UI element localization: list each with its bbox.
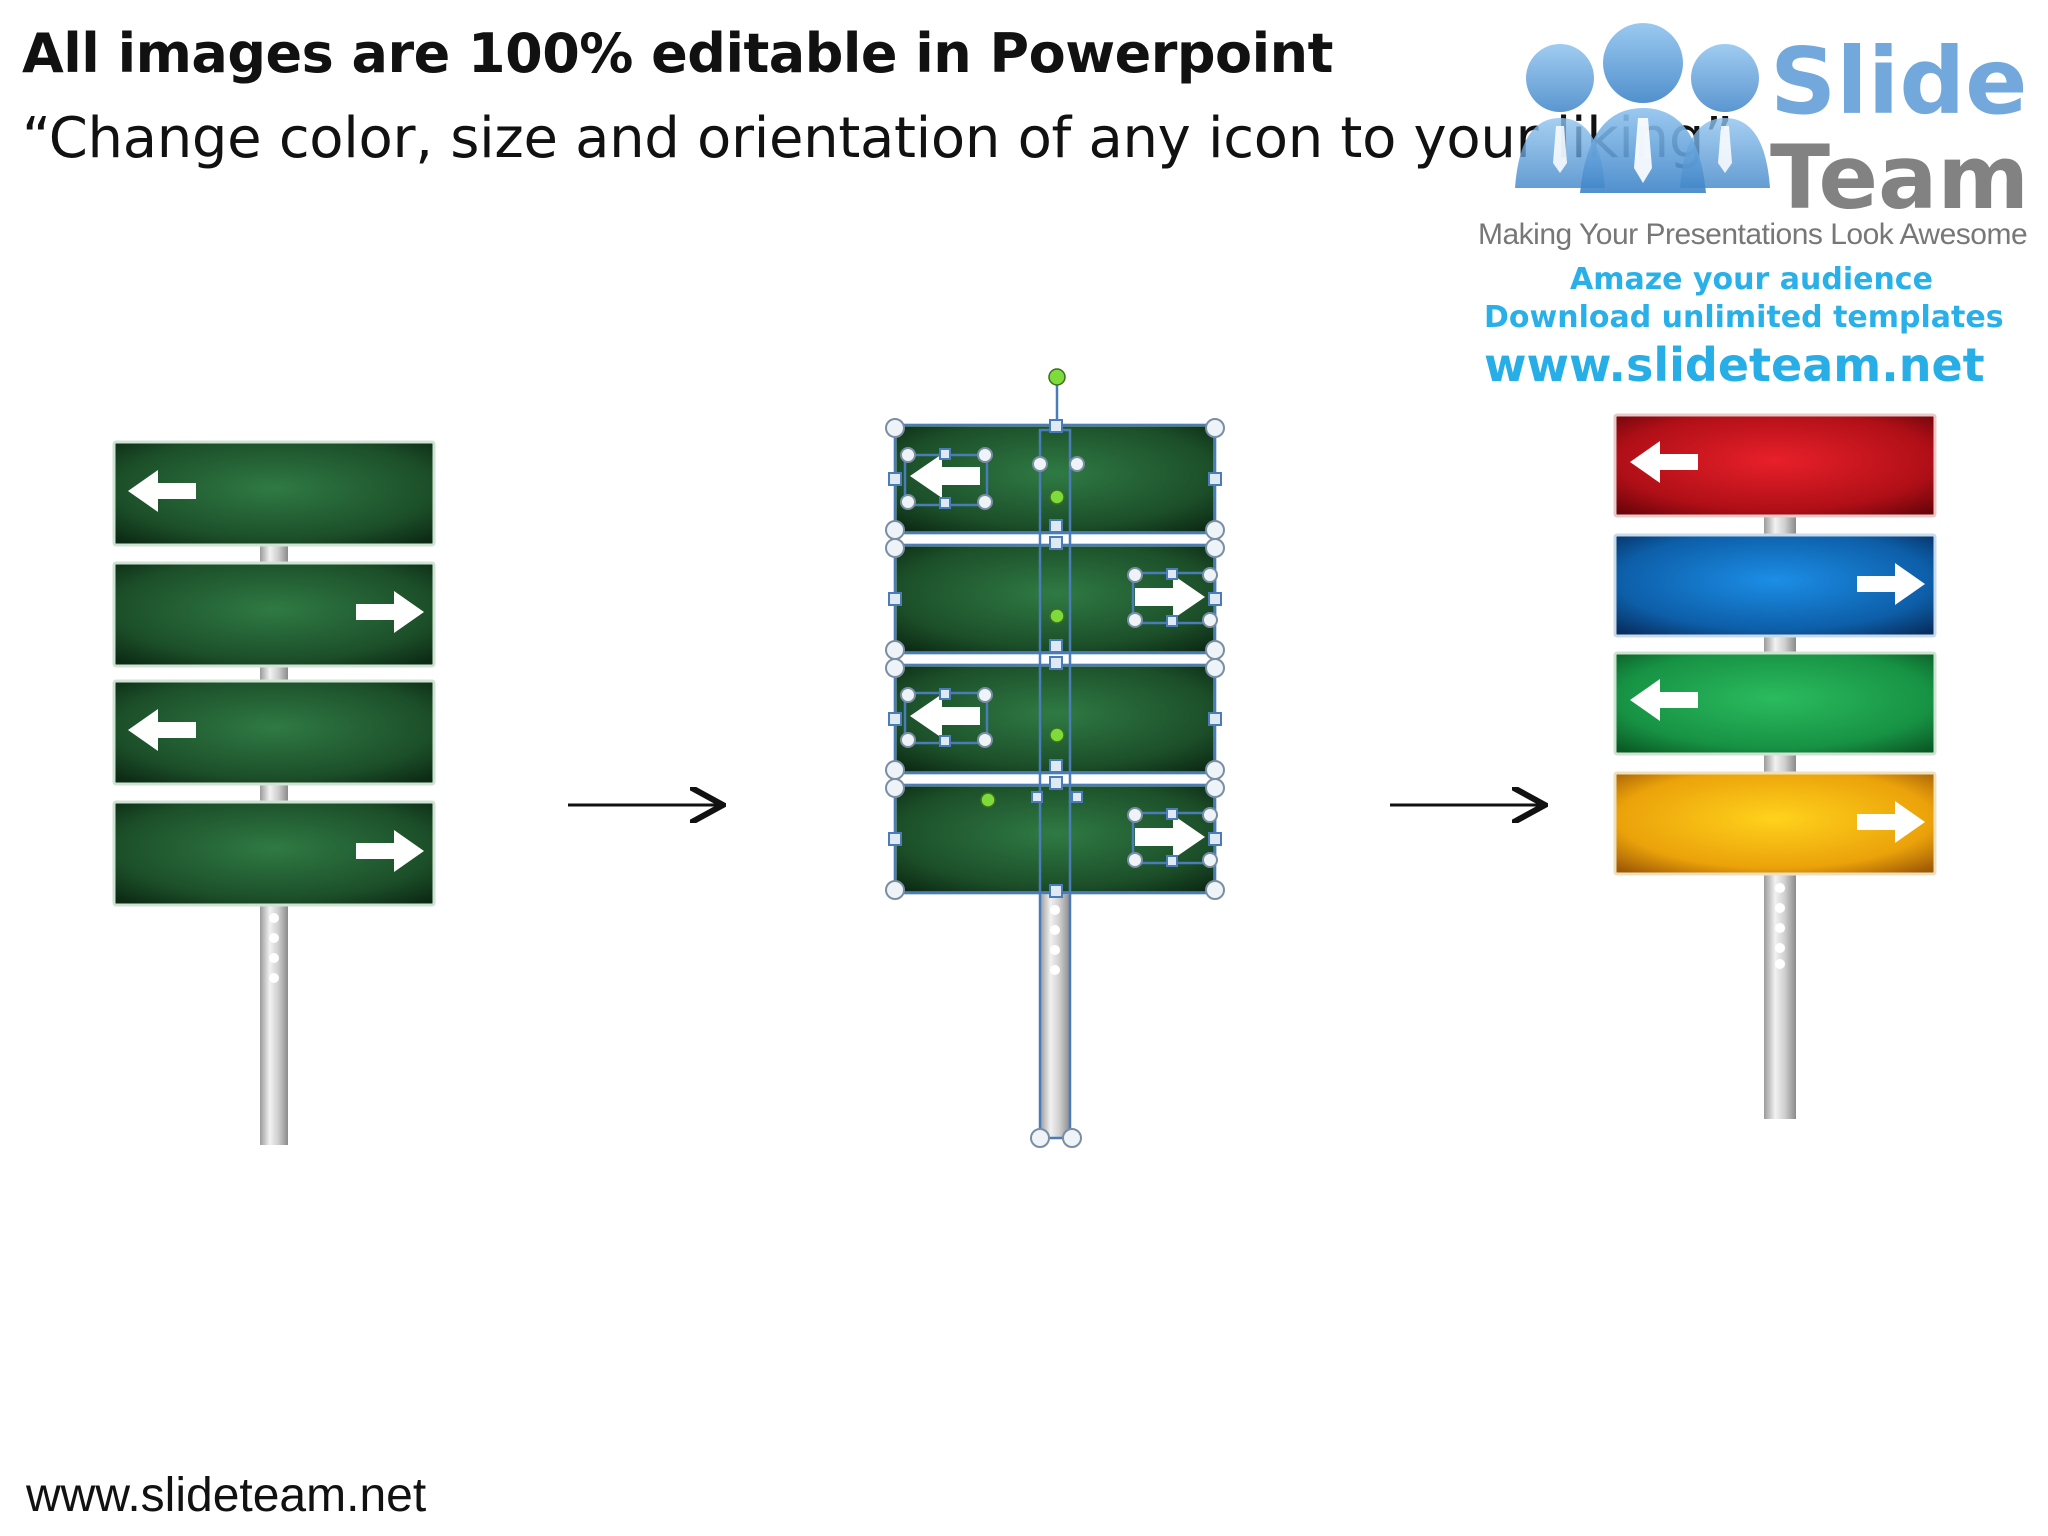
sign-board-red[interactable]	[1613, 413, 1937, 518]
arrow-left-icon	[910, 454, 980, 498]
slideteam-logo: Slide Team Making Your Presentations Loo…	[1470, 18, 2040, 392]
resize-handles-round[interactable]	[885, 418, 1225, 1148]
pole-holes	[1775, 883, 1785, 969]
sign-board-2[interactable]	[112, 561, 436, 668]
logo-promo-line-1: Amaze your audience	[1570, 262, 1933, 297]
people-group-icon	[1515, 23, 1770, 193]
page-title: All images are 100% editable in Powerpoi…	[22, 22, 1333, 85]
arrow-left-icon	[128, 709, 196, 751]
sign-board-4[interactable]	[893, 783, 1217, 895]
sign-board-2[interactable]	[893, 543, 1217, 655]
sign-board-3[interactable]	[112, 679, 436, 786]
arrow-right-icon	[1135, 815, 1205, 859]
pole-holes	[1050, 905, 1060, 975]
logo-promo-line-2: Download unlimited templates	[1484, 300, 2004, 335]
page-subtitle: “Change color, size and orientation of a…	[22, 106, 1733, 171]
rotate-handles[interactable]	[980, 368, 1066, 808]
pole-holes	[269, 913, 279, 983]
arrow-left-icon	[128, 470, 196, 512]
arrow-left-icon	[1630, 441, 1698, 483]
arrow-right-icon	[1857, 563, 1925, 605]
arrow-right-icon	[356, 591, 424, 633]
sign-board-green[interactable]	[1613, 651, 1937, 756]
arrow-left-icon	[910, 694, 980, 738]
arrow-right-icon	[1135, 575, 1205, 619]
arrow-left-icon	[1630, 679, 1698, 721]
footer-url[interactable]: www.slideteam.net	[26, 1469, 427, 1522]
sign-board-4[interactable]	[112, 800, 436, 907]
sign-board-blue[interactable]	[1613, 533, 1937, 638]
signpost-editing	[885, 368, 1225, 1148]
signpost-recolored	[1613, 413, 1937, 1119]
sign-board-1[interactable]	[893, 423, 1217, 535]
logo-word-team: Team	[1770, 126, 2030, 229]
sign-board-1[interactable]	[112, 440, 436, 547]
sign-board-orange[interactable]	[1613, 771, 1937, 876]
arrow-right-icon	[356, 830, 424, 872]
sign-board-3[interactable]	[893, 663, 1217, 775]
logo-word-slide: Slide	[1770, 28, 2028, 135]
resize-handles-square[interactable]	[888, 419, 1222, 898]
logo-url: www.slideteam.net	[1484, 338, 1985, 392]
signpost-original	[112, 440, 436, 1145]
arrow-right-icon	[1857, 801, 1925, 843]
logo-tagline: Making Your Presentations Look Awesome	[1478, 218, 2028, 251]
